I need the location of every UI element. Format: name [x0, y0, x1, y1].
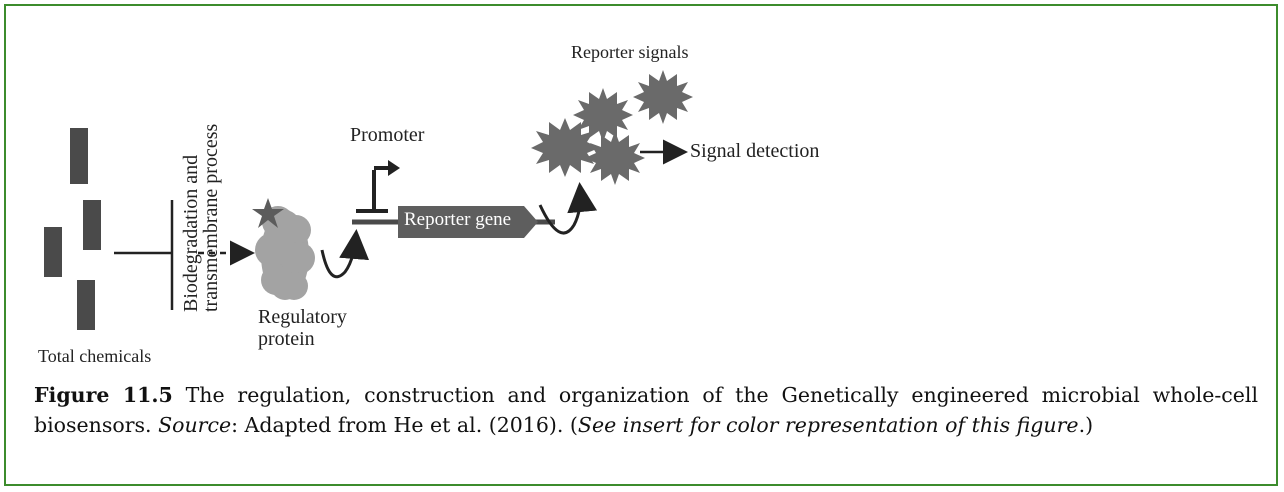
chemical-block-4: [77, 280, 95, 330]
regulatory-line1: Regulatory: [258, 306, 347, 328]
biosensor-diagram: Total chemicals Biodegradation and trans…: [38, 42, 820, 366]
promoter-label: Promoter: [350, 124, 425, 146]
signal-burst-icon: [585, 131, 645, 185]
reporter-gene-label: Reporter gene: [404, 209, 512, 230]
chemical-block-2: [83, 200, 101, 250]
chemical-block-1: [70, 128, 88, 184]
regulatory-line2: protein: [258, 328, 315, 350]
reporter-signals-label: Reporter signals: [571, 42, 689, 62]
caption-closing: .): [1078, 413, 1094, 437]
promoter-symbol: [356, 160, 400, 213]
caption-source-label: Source: [158, 413, 232, 437]
total-chemicals-label: Total chemicals: [38, 346, 152, 366]
process-label: Biodegradation and transmembrane process: [180, 123, 222, 312]
binding-curve-arrow: [320, 229, 370, 279]
signal-detection-label: Signal detection: [690, 140, 820, 162]
ligand-star-icon: [252, 198, 284, 228]
process-label-line2: transmembrane process: [200, 123, 222, 312]
caption-insert-note: See insert for color representation of t…: [577, 413, 1079, 437]
caption-source-text: : Adapted from He et al. (2016). (: [231, 413, 578, 437]
regulatory-protein-blob: [255, 206, 315, 300]
signal-burst-icon: [633, 70, 693, 124]
process-label-line1: Biodegradation and: [180, 154, 202, 312]
caption-main-text: The regulation, construction and organiz…: [34, 383, 1258, 437]
reporter-gene-box: [398, 206, 538, 238]
expression-curve-arrow: [538, 182, 598, 235]
figure-number: Figure 11.5: [34, 383, 173, 407]
signal-burst-icon: [531, 118, 599, 177]
figure-caption: Figure 11.5 The regulation, construction…: [34, 380, 1258, 440]
chemical-block-3: [44, 227, 62, 277]
regulatory-protein-label: Regulatory protein: [258, 306, 347, 350]
signal-burst-icon: [573, 88, 633, 142]
